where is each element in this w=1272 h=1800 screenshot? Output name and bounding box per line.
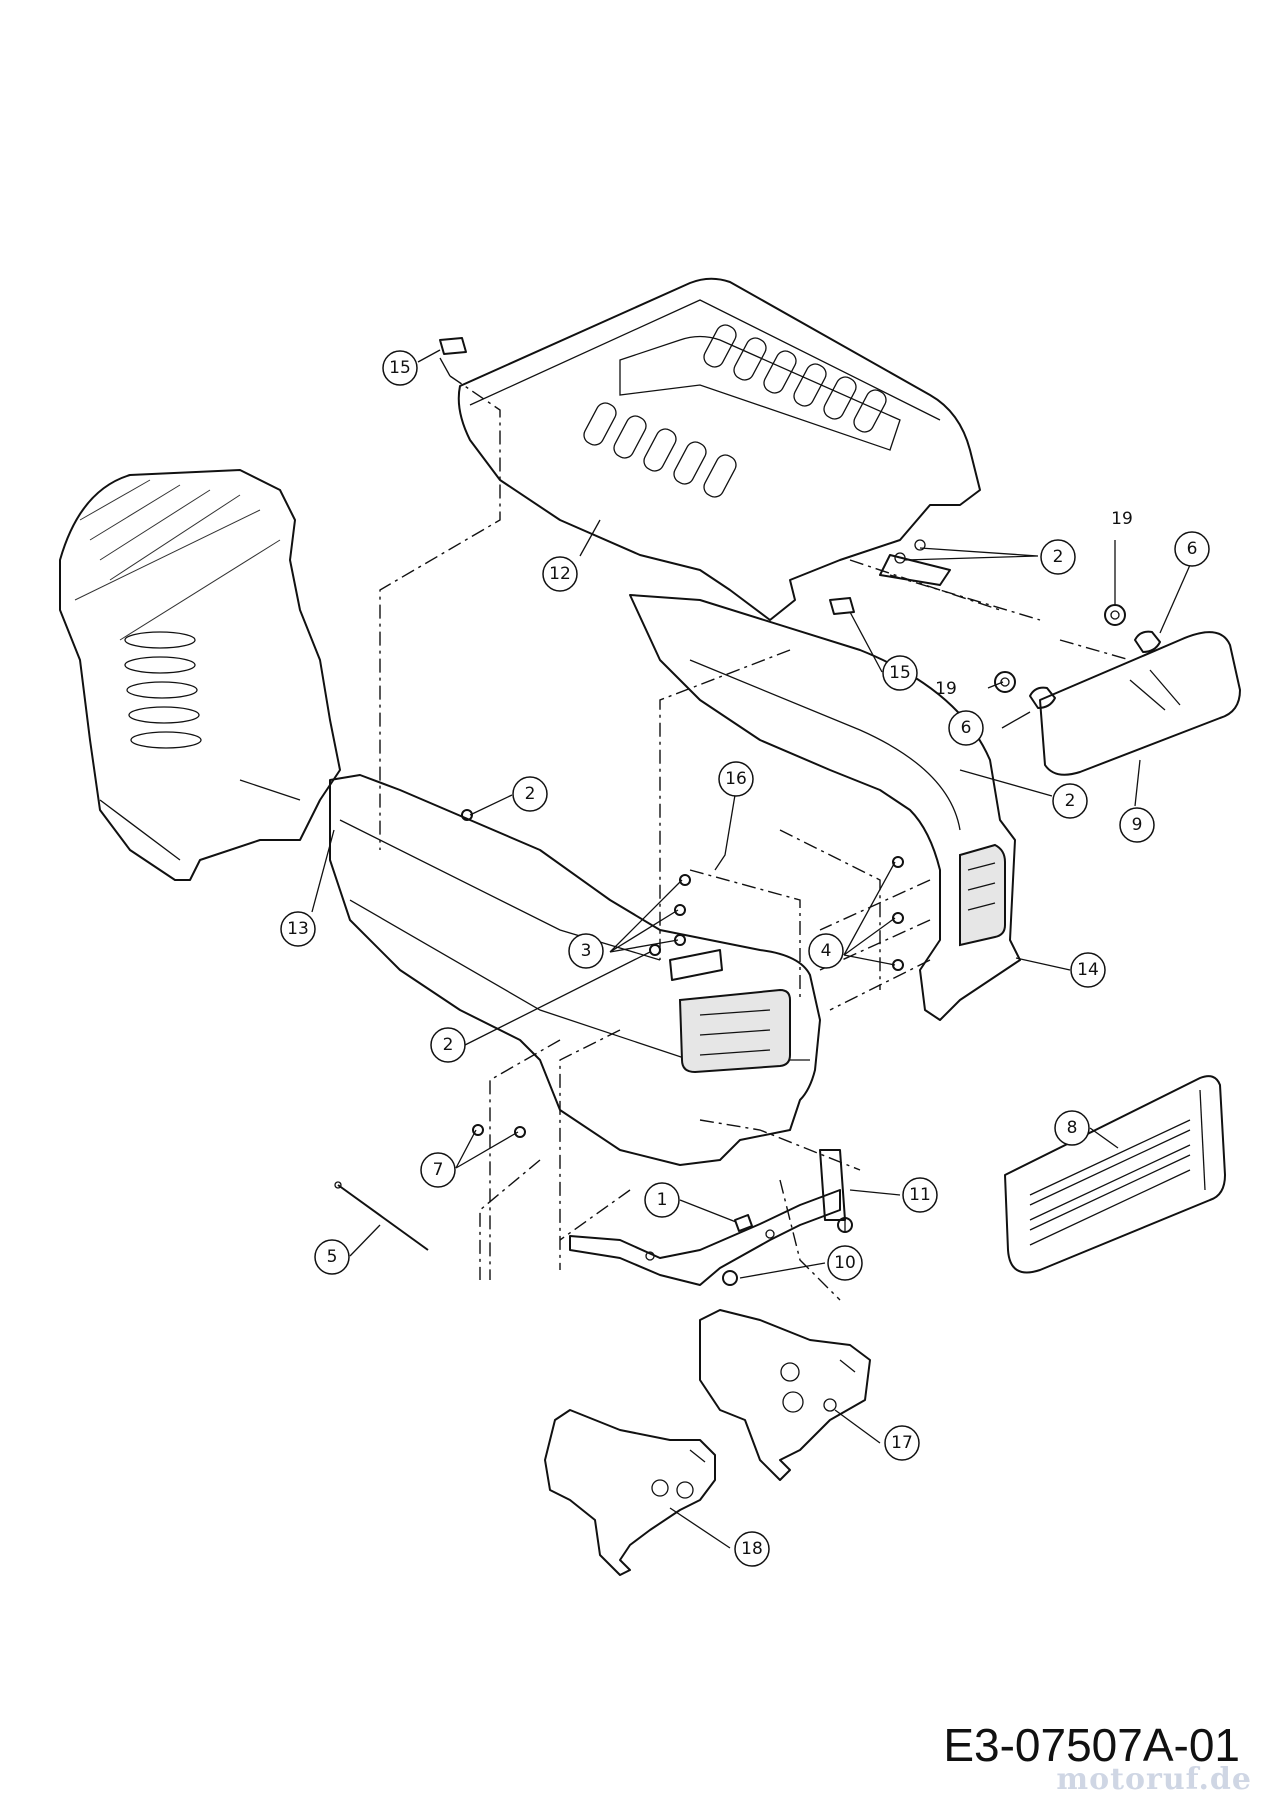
svg-text:6: 6 xyxy=(961,718,972,738)
callout-3[interactable]: 3 xyxy=(568,933,604,969)
headlight-lens xyxy=(1039,631,1241,776)
label-19-upper: 19 xyxy=(1111,509,1133,529)
mounting-plate-left xyxy=(544,1409,716,1576)
callout-8[interactable]: 8 xyxy=(1054,1110,1090,1146)
callout-4[interactable]: 4 xyxy=(808,933,844,969)
hood-panel xyxy=(457,277,981,621)
svg-text:15: 15 xyxy=(389,358,411,378)
bolt-1 xyxy=(734,1214,753,1232)
svg-text:8: 8 xyxy=(1067,1118,1078,1138)
dash-shroud xyxy=(59,469,341,881)
svg-text:7: 7 xyxy=(433,1160,444,1180)
callout-2-hood[interactable]: 2 xyxy=(1040,539,1076,575)
side-panel-right xyxy=(629,594,1021,1021)
label-19-lower: 19 xyxy=(935,679,957,699)
lamp-socket-lower xyxy=(994,671,1016,693)
callout-14[interactable]: 14 xyxy=(1070,952,1106,988)
callout-17[interactable]: 17 xyxy=(884,1425,920,1461)
callout-11[interactable]: 11 xyxy=(902,1177,938,1213)
lamp-socket-upper xyxy=(1104,604,1126,626)
hood-vent-slots xyxy=(583,324,887,498)
svg-text:2: 2 xyxy=(1065,791,1076,811)
svg-text:2: 2 xyxy=(1053,547,1064,567)
callout-12[interactable]: 12 xyxy=(542,556,578,592)
svg-text:3: 3 xyxy=(581,941,592,961)
callout-10[interactable]: 10 xyxy=(827,1245,863,1281)
svg-text:15: 15 xyxy=(889,663,911,683)
svg-text:5: 5 xyxy=(327,1247,338,1267)
mounting-plate-right xyxy=(699,1309,871,1481)
shroud-louvers xyxy=(124,631,202,749)
assembly-guide-lines xyxy=(379,375,1131,1301)
support-bracket xyxy=(569,1149,846,1286)
svg-text:10: 10 xyxy=(834,1253,856,1273)
svg-text:17: 17 xyxy=(891,1433,913,1453)
side-panel-left xyxy=(329,774,821,1166)
callout-5[interactable]: 5 xyxy=(314,1239,350,1275)
svg-text:13: 13 xyxy=(287,919,309,939)
leader-lines xyxy=(311,349,1191,1549)
lamp-bulb-lower xyxy=(1029,686,1056,709)
front-grille xyxy=(1004,1075,1226,1274)
clip-15-right xyxy=(829,597,855,615)
svg-text:14: 14 xyxy=(1077,960,1099,980)
callouts: 15 12 2 15 19 6 19 6 2 9 2 16 3 4 13 14 … xyxy=(280,350,1210,1567)
svg-text:4: 4 xyxy=(821,941,832,961)
callout-13[interactable]: 13 xyxy=(280,911,316,947)
svg-text:16: 16 xyxy=(725,769,747,789)
bracket-16 xyxy=(669,949,723,981)
callout-2-lower[interactable]: 2 xyxy=(430,1027,466,1063)
callout-15-right[interactable]: 15 xyxy=(882,655,918,691)
callout-7[interactable]: 7 xyxy=(420,1152,456,1188)
callout-15-top[interactable]: 15 xyxy=(382,350,418,386)
callout-2-lens[interactable]: 2 xyxy=(1052,783,1088,819)
callout-6-upper[interactable]: 6 xyxy=(1174,531,1210,567)
svg-text:2: 2 xyxy=(525,784,536,804)
lamp-bulb-upper xyxy=(1134,630,1161,653)
svg-text:12: 12 xyxy=(549,564,571,584)
svg-text:11: 11 xyxy=(909,1185,931,1205)
svg-text:18: 18 xyxy=(741,1539,763,1559)
callout-1[interactable]: 1 xyxy=(644,1182,680,1218)
screws xyxy=(461,809,904,1138)
callout-6-lower[interactable]: 6 xyxy=(948,710,984,746)
cable-tie xyxy=(334,1181,429,1251)
callout-16[interactable]: 16 xyxy=(718,761,754,797)
svg-text:2: 2 xyxy=(443,1035,454,1055)
callout-2-left[interactable]: 2 xyxy=(512,776,548,812)
drawing-code: E3-07507A-01 xyxy=(943,1719,1240,1771)
callout-18[interactable]: 18 xyxy=(734,1531,770,1567)
svg-text:1: 1 xyxy=(657,1190,668,1210)
clip-15-top xyxy=(439,337,467,377)
callout-9[interactable]: 9 xyxy=(1119,807,1155,843)
watermark-logo: motoruf.de xyxy=(1056,1762,1252,1797)
svg-text:6: 6 xyxy=(1187,539,1198,559)
svg-text:9: 9 xyxy=(1132,815,1143,835)
